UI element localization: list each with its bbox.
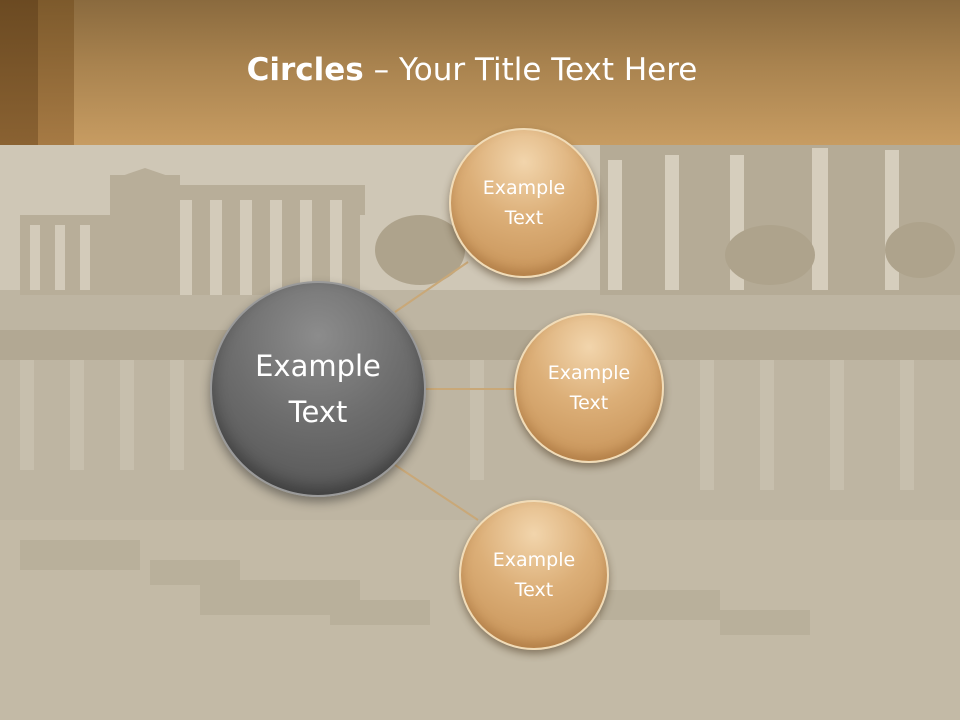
connector-line-1 — [394, 261, 469, 313]
satellite-circle-label: Example Text — [547, 362, 631, 414]
satellite-circle-label: Example Text — [482, 177, 566, 229]
center-circle[interactable]: Example Text — [210, 281, 426, 497]
satellite-circle-3[interactable]: Example Text — [459, 500, 609, 650]
center-circle-label: Example Text — [255, 349, 381, 429]
title-bar — [0, 0, 960, 145]
slide-title-rest: – Your Title Text Here — [363, 52, 698, 88]
satellite-circle-1[interactable]: Example Text — [449, 128, 599, 278]
satellite-circle-2[interactable]: Example Text — [514, 313, 664, 463]
satellite-circle-label: Example Text — [492, 549, 576, 601]
title-bar-accent — [38, 0, 74, 145]
slide-title-bold: Circles — [246, 52, 364, 88]
title-bar-accent — [0, 0, 38, 145]
slide-title[interactable]: Circles – Your Title Text Here — [0, 52, 944, 88]
connector-line-3 — [394, 464, 479, 521]
